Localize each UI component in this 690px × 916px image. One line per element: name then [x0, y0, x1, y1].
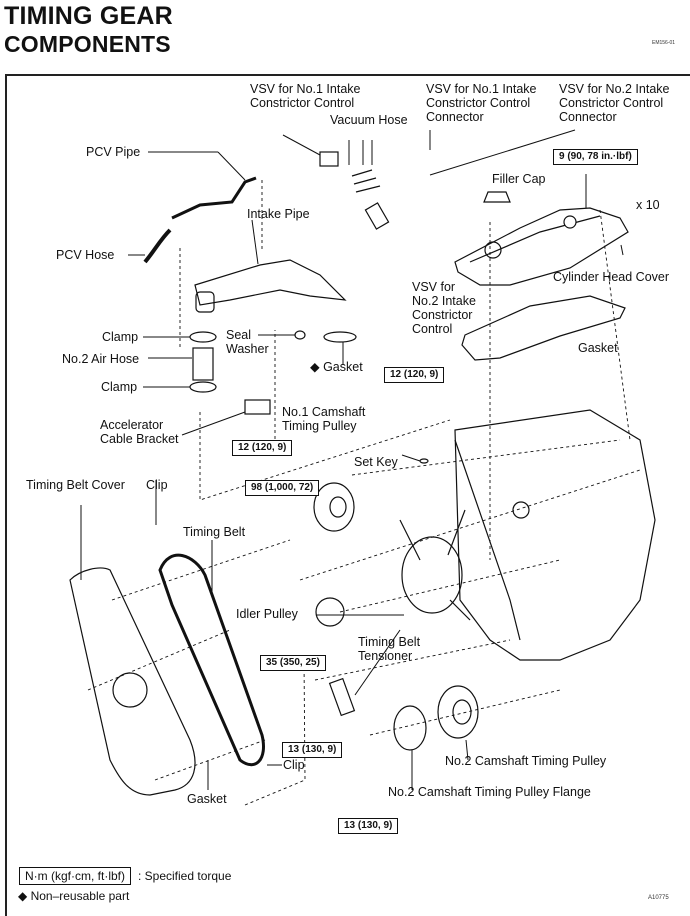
label-set-key: Set Key: [354, 455, 398, 469]
label-no2-air-hose: No.2 Air Hose: [62, 352, 140, 366]
no2-camshaft-pulley-shape: [437, 685, 479, 739]
timing-belt-shape: [158, 553, 265, 767]
label-clamp-bottom: Clamp: [101, 380, 138, 394]
label-filler-cap: Filler Cap: [492, 172, 546, 186]
torque-tensioner-bolts: 13 (130, 9): [282, 742, 343, 758]
label-pcv-hose: PCV Hose: [56, 248, 115, 262]
label-no2-camshaft-pulley: No.2 Camshaft Timing Pulley: [445, 754, 607, 768]
engine-block-shape: [454, 409, 656, 661]
label-intake-pipe: Intake Pipe: [247, 207, 310, 221]
cylinder-head-gasket-shape: [461, 295, 626, 361]
intake-pipe-shape: [194, 259, 347, 306]
torque-idler-pulley-bolt: 35 (350, 25): [260, 655, 326, 671]
label-no2-camshaft-flange: No.2 Camshaft Timing Pulley Flange: [388, 785, 591, 799]
page-title-line1: TIMING GEAR: [4, 2, 173, 30]
fan-shape: [401, 536, 463, 614]
label-idler-pulley: Idler Pulley: [236, 607, 298, 621]
label-bolt-count: x 10: [636, 198, 660, 212]
idler-pulley-shape: [315, 597, 345, 627]
timing-belt-cover-shape: [69, 567, 196, 796]
pcv-hose-shape: [143, 228, 172, 264]
label-clip-bottom: Clip: [283, 758, 305, 772]
clamp-bottom-shape: [189, 381, 217, 393]
filler-cap-shape: [483, 191, 511, 203]
diagram-frame: [5, 74, 690, 916]
label-vacuum-hose: Vacuum Hose: [330, 113, 408, 127]
air-hose-shape: [192, 347, 214, 381]
no1-camshaft-pulley-shape: [313, 482, 355, 532]
torque-flange-bolts: 13 (130, 9): [338, 818, 399, 834]
label-timing-belt: Timing Belt: [183, 525, 246, 539]
torque-no1-pulley-bolt: 98 (1,000, 72): [245, 480, 320, 496]
accelerator-bracket-shape: [244, 399, 271, 415]
legend-torque-unit: N·m (kgf·cm, ft·lbf): [19, 867, 131, 885]
figure-code: A10775: [648, 895, 669, 901]
page-title-line2: COMPONENTS: [4, 31, 171, 57]
label-pcv-pipe: PCV Pipe: [86, 145, 141, 159]
label-clamp-top: Clamp: [102, 330, 139, 344]
vsv-no1-shape: [319, 151, 339, 167]
legend-nonreusable: ◆ Non–reusable part: [18, 889, 130, 903]
label-gasket-intake: ◆ Gasket: [310, 360, 363, 374]
label-timing-belt-cover: Timing Belt Cover: [26, 478, 125, 492]
torque-vsv-bracket: 12 (120, 9): [384, 367, 445, 383]
intake-gasket-shape: [323, 331, 357, 343]
clamp-top-shape: [189, 331, 217, 343]
pcv-pipe-shape: [171, 176, 257, 220]
no2-pulley-flange-shape: [393, 705, 427, 751]
vsv-no2-shape: [364, 202, 390, 230]
tensioner-shape: [328, 677, 356, 717]
doc-code: EM156-01: [652, 40, 676, 46]
torque-cover-bolts: 9 (90, 78 in.·lbf): [553, 149, 638, 165]
label-clip-top: Clip: [146, 478, 168, 492]
cylinder-head-cover-shape: [454, 207, 629, 286]
label-gasket-cover: Gasket: [578, 341, 618, 355]
label-gasket-belt-cover: Gasket: [187, 792, 227, 806]
torque-accelerator-bracket: 12 (120, 9): [232, 440, 293, 456]
label-cylinder-head-cover: Cylinder Head Cover: [553, 270, 670, 284]
legend-torque-desc: : Specified torque: [138, 869, 232, 883]
